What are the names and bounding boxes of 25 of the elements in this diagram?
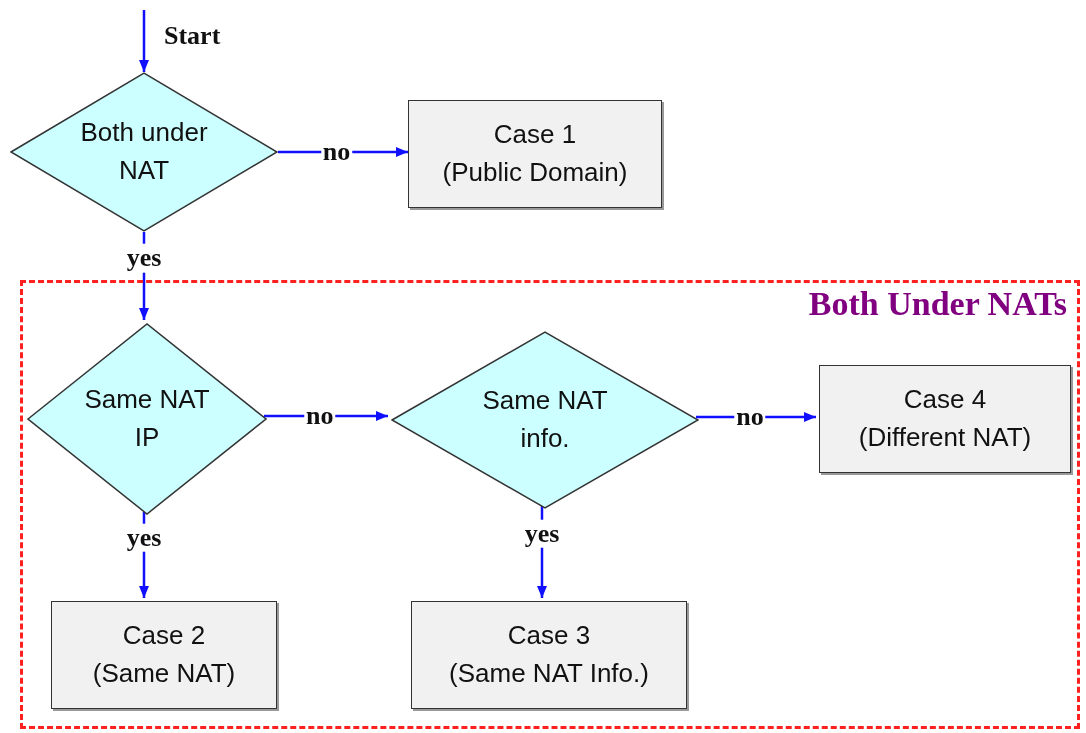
process-box: [408, 100, 662, 208]
box-label: Case 4: [903, 383, 987, 417]
box-label: Case 2: [122, 619, 206, 653]
dashed-group-frame: [20, 280, 1080, 729]
decision-diamond: [27, 323, 267, 515]
edge-label: yes: [522, 519, 562, 548]
decision-diamond: [10, 72, 278, 232]
edge-label: Start: [163, 21, 222, 51]
box-label: Case 1: [493, 118, 577, 152]
process-box: [819, 365, 1071, 473]
box-label: Case 3: [507, 619, 591, 653]
box-label: (Same NAT Info.): [449, 657, 649, 690]
box-label: (Public Domain): [442, 156, 628, 189]
box-label: (Different NAT): [858, 421, 1032, 454]
arrow: [139, 10, 149, 72]
decision-label: Same NAT IP: [83, 383, 211, 454]
decision-label: Both under NAT: [79, 116, 209, 187]
edge-label: yes: [124, 244, 164, 273]
group-title: Both Under NATs: [808, 285, 1067, 323]
decision-diamond: [391, 331, 699, 509]
edge-label: yes: [124, 523, 164, 553]
box-label: (Same NAT): [92, 657, 236, 690]
process-box: [411, 601, 687, 709]
decision-label: Same NAT info.: [481, 384, 609, 455]
process-box: [51, 601, 277, 709]
